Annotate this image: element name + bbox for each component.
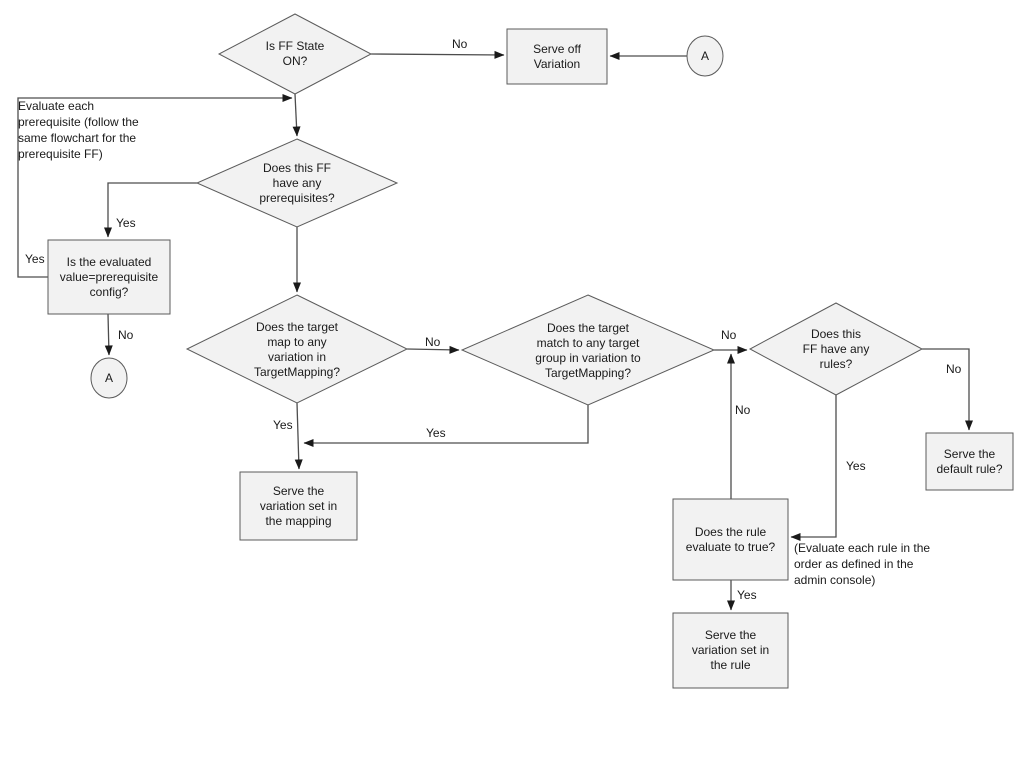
prerequisites-diamond <box>195 138 399 228</box>
connector-a-left-circle <box>90 357 128 399</box>
edge-target-match-yes <box>303 405 589 447</box>
edge-prerequisites-yes <box>104 182 197 238</box>
rule-evaluates-box <box>672 498 789 581</box>
connector-a-top-circle <box>686 35 724 77</box>
serve-variation-mapping-box <box>239 471 358 541</box>
edge-ff-state-to-prerequisites <box>292 93 301 137</box>
serve-variation-rule-box <box>672 612 789 689</box>
edge-ff-rules-yes <box>790 395 837 541</box>
edge-evaluated-value-no <box>104 313 113 356</box>
edge-ff-state-no <box>370 50 505 59</box>
edge-evaluated-value-yes-loop <box>17 94 293 278</box>
ff-state-diamond <box>217 13 373 95</box>
target-match-diamond <box>460 294 716 406</box>
serve-default-rule-box <box>925 432 1014 491</box>
edge-target-map-yes <box>294 402 303 470</box>
target-map-diamond <box>185 294 409 404</box>
edge-target-map-no <box>406 345 460 354</box>
serve-off-variation-box <box>506 28 608 85</box>
ff-rules-diamond <box>748 302 924 396</box>
evaluated-value-box <box>47 239 171 315</box>
edge-ff-rules-no <box>922 348 973 431</box>
